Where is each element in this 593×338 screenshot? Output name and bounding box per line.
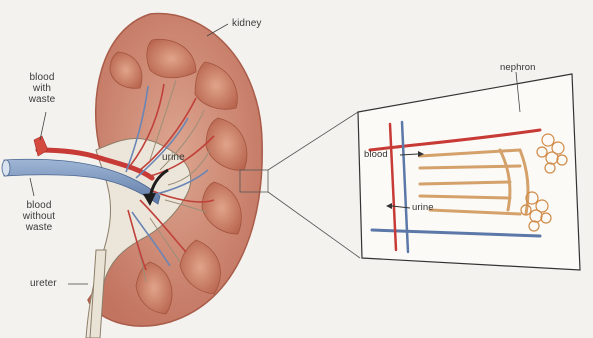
- label-nephron: nephron: [500, 62, 536, 73]
- label-blood-without-waste-line3: waste: [16, 222, 62, 233]
- label-blood-without-waste-line1: blood: [16, 200, 62, 211]
- label-kidney: kidney: [232, 18, 262, 29]
- label-urine-inset: urine: [412, 202, 434, 213]
- label-blood-without-waste: blood without waste: [16, 200, 62, 233]
- label-blood-with-waste-line2: with: [20, 83, 64, 94]
- label-blood-inset: blood: [364, 149, 388, 160]
- label-ureter: ureter: [30, 278, 57, 289]
- vein-end: [2, 160, 10, 176]
- zoom-line-bottom: [268, 192, 360, 258]
- label-blood-without-waste-line2: without: [16, 211, 62, 222]
- label-blood-with-waste-line1: blood: [20, 72, 64, 83]
- label-urine: urine: [162, 152, 185, 163]
- artery-stub: [34, 136, 48, 156]
- leader-blood-without-waste: [30, 178, 34, 196]
- label-blood-with-waste: blood with waste: [20, 72, 64, 105]
- label-blood-with-waste-line3: waste: [20, 94, 64, 105]
- leader-blood-with-waste: [40, 112, 46, 140]
- zoom-line-top: [268, 112, 358, 170]
